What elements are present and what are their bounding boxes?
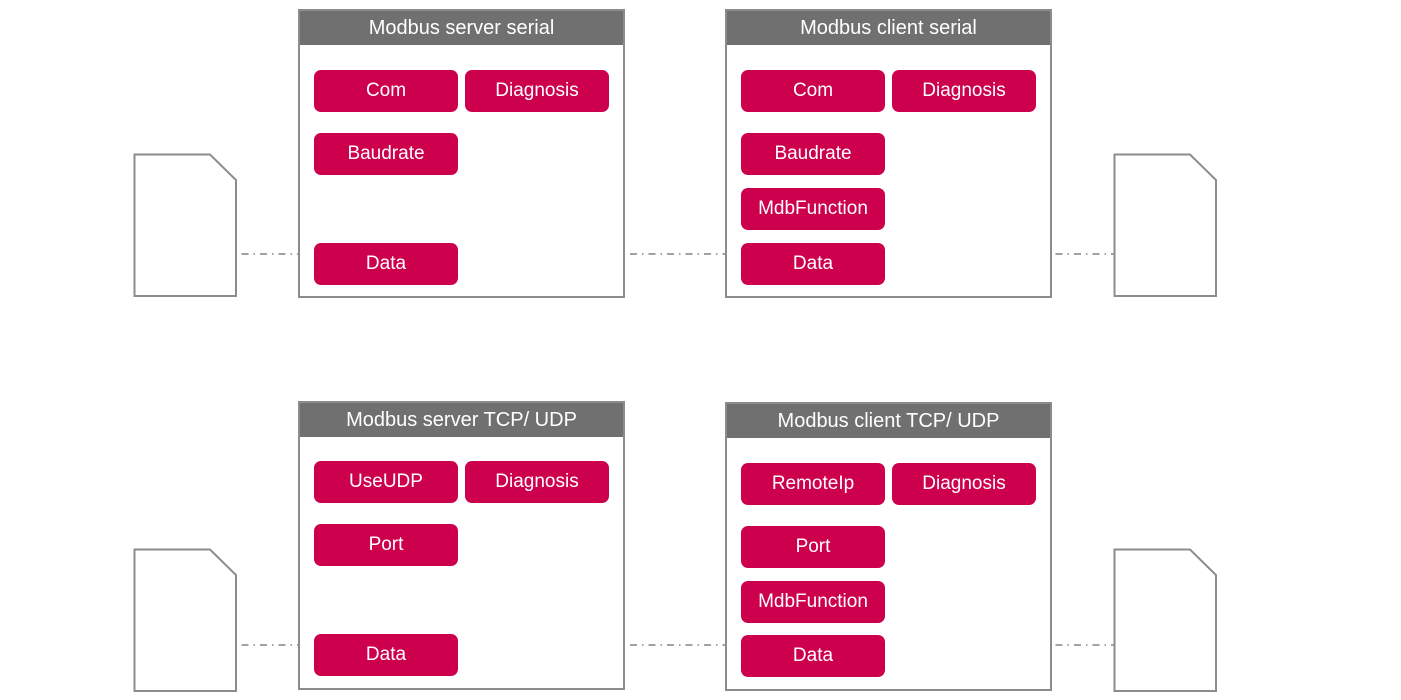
pin-diagnosis[interactable]: Diagnosis: [892, 463, 1036, 505]
document-icon: [1113, 153, 1217, 297]
pin-diagnosis[interactable]: Diagnosis: [465, 70, 609, 112]
pin-useudp[interactable]: UseUDP: [314, 461, 458, 503]
modbus-server-tcp-udp-block[interactable]: Modbus server TCP/ UDP UseUDP Diagnosis …: [298, 401, 625, 690]
modbus-client-serial-block[interactable]: Modbus client serial Com Diagnosis Baudr…: [725, 9, 1052, 298]
pin-remoteip[interactable]: RemoteIp: [741, 463, 885, 505]
block-title: Modbus client TCP/ UDP: [727, 404, 1050, 440]
pin-data[interactable]: Data: [314, 243, 458, 285]
pin-com[interactable]: Com: [741, 70, 885, 112]
block-title: Modbus server TCP/ UDP: [300, 403, 623, 439]
pin-port[interactable]: Port: [314, 524, 458, 566]
pin-diagnosis[interactable]: Diagnosis: [892, 70, 1036, 112]
pin-diagnosis[interactable]: Diagnosis: [465, 461, 609, 503]
pin-data[interactable]: Data: [314, 634, 458, 676]
block-title: Modbus client serial: [727, 11, 1050, 47]
pin-baudrate[interactable]: Baudrate: [314, 133, 458, 175]
pin-baudrate[interactable]: Baudrate: [741, 133, 885, 175]
pin-mdbfunction[interactable]: MdbFunction: [741, 581, 885, 623]
pin-port[interactable]: Port: [741, 526, 885, 568]
document-icon: [133, 153, 237, 297]
pin-mdbfunction[interactable]: MdbFunction: [741, 188, 885, 230]
document-icon: [1113, 548, 1217, 692]
modbus-server-serial-block[interactable]: Modbus server serial Com Diagnosis Baudr…: [298, 9, 625, 298]
block-title: Modbus server serial: [300, 11, 623, 47]
pin-com[interactable]: Com: [314, 70, 458, 112]
pin-data[interactable]: Data: [741, 243, 885, 285]
pin-data[interactable]: Data: [741, 635, 885, 677]
modbus-client-tcp-udp-block[interactable]: Modbus client TCP/ UDP RemoteIp Diagnosi…: [725, 402, 1052, 691]
document-icon: [133, 548, 237, 692]
